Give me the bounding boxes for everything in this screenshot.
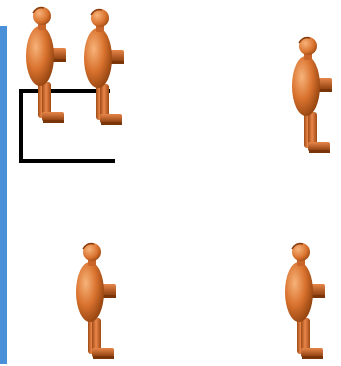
character-figure[interactable] [284,34,340,158]
character-figure[interactable] [68,240,124,364]
side-bar [0,26,7,364]
character-figure[interactable] [76,6,132,130]
character-figure[interactable] [18,4,74,128]
character-figure[interactable] [277,240,333,364]
